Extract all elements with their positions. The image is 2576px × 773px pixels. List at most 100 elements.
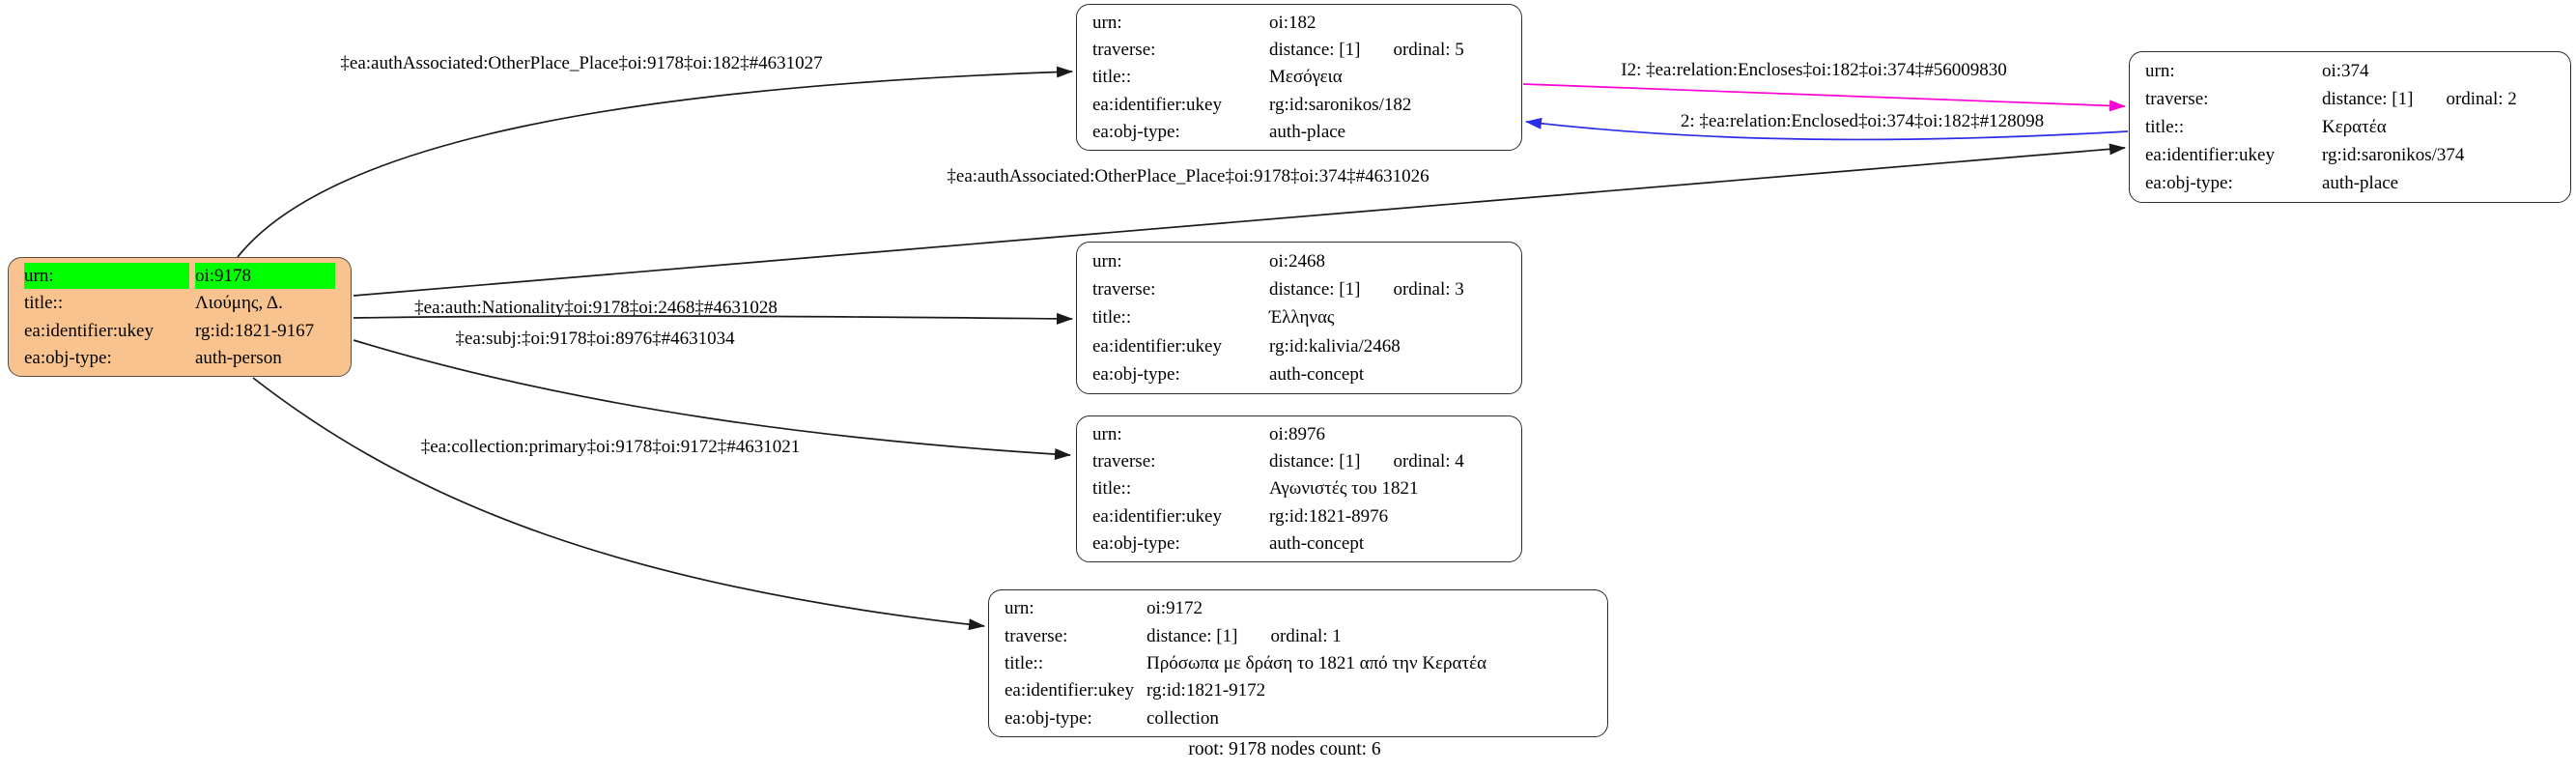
node-row-eaidentifierukey: ea:identifier:ukey rg:id:saronikos/374 (2145, 142, 2555, 168)
node-row-urn: urn:oi:182 (1092, 10, 1506, 36)
attr-value-text: Αγωνιστές του 1821 (1269, 478, 1419, 500)
attr-key: ea:obj-type: (1092, 363, 1180, 385)
root-caption: root: 9178 nodes count: 6 (1188, 739, 1381, 759)
attr-value-text: auth-place (2322, 173, 2399, 193)
attr-ordinal: ordinal: 2 (2446, 89, 2517, 109)
attr-value-text: distance: [1] (1269, 40, 1361, 61)
node-row-title: title::Έλληνας (1092, 304, 1506, 330)
attr-key: ea:obj-type: (2145, 173, 2233, 193)
edge-relation-enclosed-374-182 (1525, 117, 2129, 141)
attr-key: traverse: (1092, 40, 1156, 61)
attr-key: title:: (1092, 307, 1132, 329)
attr-key: urn: (1092, 13, 1122, 34)
node-row-eaidentifierukey: ea:identifier:ukey rg:id:kalivia/2468 (1092, 333, 1506, 359)
attr-key: title:: (1092, 478, 1132, 500)
attr-value-text: rg:id:1821-9167 (195, 320, 315, 341)
attr-value: Κερατέα (2322, 114, 2555, 140)
attr-value-text: Κερατέα (2322, 117, 2387, 137)
attr-value-text: collection (1146, 707, 1219, 729)
node-row-eaobj-type: ea:obj-type: auth-person (24, 345, 335, 371)
node-row-eaidentifierukey: ea:identifier:ukey rg:id:saronikos/182 (1092, 92, 1506, 118)
node-row-title: title::Αγωνιστές του 1821 (1092, 475, 1506, 501)
edge-label-authAssociated-9178-374: ‡ea:authAssociated:OtherPlace_Place‡oi:9… (947, 166, 1430, 186)
attr-value: Αγωνιστές του 1821 (1269, 475, 1506, 501)
node-row-traverse: traverse: distance: [1]ordinal: 4 (1092, 448, 1506, 474)
attr-value-text: oi:2468 (1269, 251, 1326, 272)
node-oi-8976[interactable]: urn: oi:8976 traverse: distance: [1]ordinal… (1076, 415, 1522, 562)
attr-value-text: rg:id:kalivia/2468 (1269, 335, 1401, 357)
node-row-traverse: traverse: distance: [1] ordinal: 5 (1092, 37, 1506, 63)
attr-value-text: rg:id:saronikos/374 (2322, 145, 2465, 165)
attr-value-text: rg:id:1821-8976 (1269, 505, 1389, 527)
node-oi-182[interactable]: urn:oi:182 traverse: distance: [1] ordinal:… (1076, 4, 1522, 151)
attr-value-text: oi:9172 (1146, 598, 1203, 619)
attr-value-text: oi:8976 (1269, 424, 1326, 445)
attr-key: title:: (24, 293, 64, 314)
edge-label-relation-encloses-182-374: I2: ‡ea:relation:Encloses‡oi:182‡oi:374‡… (1621, 60, 2007, 80)
attr-value-text: Λιούμης, Δ. (195, 293, 283, 314)
attr-value: auth-person (195, 345, 335, 371)
attr-value-text: Πρόσωπα με δράση το 1821 από την Κερατέα (1146, 652, 1487, 673)
attr-key: urn: (1092, 424, 1122, 445)
attr-value-text: Έλληνας (1269, 307, 1335, 329)
attr-key: traverse: (1092, 451, 1156, 472)
attr-value: rg:id:1821-9172 (1146, 677, 1592, 703)
attr-value: oi:2468 (1269, 248, 1506, 274)
attr-key: urn: (1005, 598, 1034, 619)
node-row-eaobj-type: ea:obj-type: auth-concept (1092, 530, 1506, 557)
attr-value-text: distance: [1] (2322, 89, 2414, 109)
edge-collection-primary-9178-9172 (252, 377, 985, 631)
attr-value: distance: [1]ordinal: 1 (1146, 623, 1592, 649)
attr-value: rg:id:saronikos/182 (1269, 92, 1506, 118)
attr-key: ea:obj-type: (1092, 121, 1180, 142)
attr-value-text: rg:id:1821-9172 (1146, 680, 1266, 701)
node-row-traverse: traverse:distance: [1]ordinal: 1 (1005, 623, 1592, 649)
attr-key: ea:obj-type: (1005, 707, 1092, 729)
attr-key: ea:obj-type: (1092, 532, 1180, 554)
attr-value-text: distance: [1] (1146, 625, 1238, 646)
attr-value: rg:id:1821-8976 (1269, 503, 1506, 530)
attr-key: traverse: (2145, 89, 2209, 109)
attr-key: ea:identifier:ukey (1092, 335, 1222, 357)
attr-value-text: auth-place (1269, 121, 1346, 142)
node-row-eaobj-type: ea:obj-type: auth-place (2145, 170, 2555, 196)
attr-key: title:: (1092, 67, 1132, 88)
attr-key: title:: (2145, 117, 2185, 137)
node-row-urn: urn: oi:8976 (1092, 421, 1506, 447)
attr-key: ea:identifier:ukey (1092, 94, 1222, 115)
edge-auth-nationality-9178-2468 (353, 312, 1073, 325)
attr-key: title:: (1005, 652, 1044, 673)
attr-key: ea:obj-type: (24, 347, 112, 368)
attr-value: auth-concept (1269, 530, 1506, 557)
attr-value: Πρόσωπα με δράση το 1821 από την Κερατέα (1146, 650, 1592, 676)
attr-key: ea:identifier:ukey (2145, 145, 2275, 165)
attr-ordinal: ordinal: 5 (1393, 40, 1464, 61)
attr-value: Λιούμης, Δ. (195, 290, 335, 316)
node-row-title: title::Κερατέα (2145, 114, 2555, 140)
attr-value-text: auth-concept (1269, 532, 1365, 554)
node-row-title: title::Πρόσωπα με δράση το 1821 από την … (1005, 650, 1592, 676)
attr-value: distance: [1]ordinal: 3 (1269, 276, 1506, 302)
node-oi-9172[interactable]: urn: oi:9172 traverse:distance: [1]ordinal… (988, 589, 1608, 737)
attr-value: Μεσόγεια (1269, 64, 1506, 90)
node-row-urn: urn:oi:2468 (1092, 248, 1506, 274)
attr-value: oi:9178 (195, 263, 335, 290)
attr-value: distance: [1]ordinal: 4 (1269, 448, 1506, 474)
attr-value-text: rg:id:saronikos/182 (1269, 94, 1412, 115)
node-row-traverse: traverse:distance: [1]ordinal: 3 (1092, 276, 1506, 302)
attr-value-text: Μεσόγεια (1269, 67, 1343, 88)
edge-label-collection-primary-9178-9172: ‡ea:collection:primary‡oi:9178‡oi:9172‡#… (420, 437, 801, 457)
attr-key: ea:identifier:ukey (1005, 680, 1134, 701)
attr-value-text: oi:374 (2322, 61, 2369, 81)
node-row-title: title::Μεσόγεια (1092, 64, 1506, 90)
attr-ordinal: ordinal: 3 (1393, 279, 1464, 301)
attr-value: oi:9172 (1146, 595, 1592, 621)
attr-value: collection (1146, 705, 1592, 731)
attr-value-text: auth-concept (1269, 363, 1365, 385)
